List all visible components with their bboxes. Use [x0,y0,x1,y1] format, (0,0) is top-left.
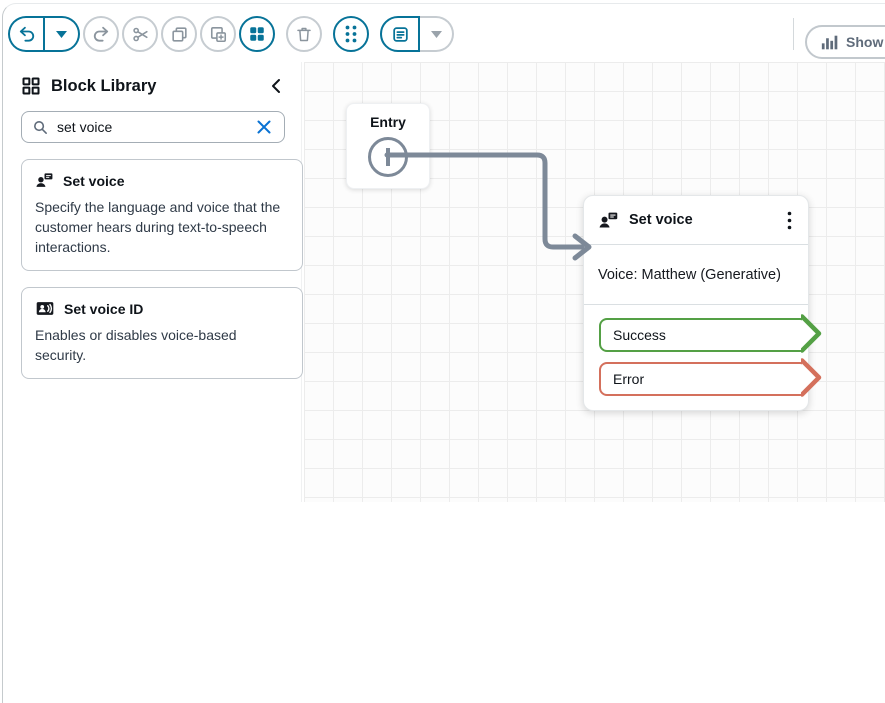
set-voice-node-header[interactable]: Set voice [584,196,808,245]
port-success[interactable]: Success [599,318,808,352]
show-metrics-label: Show M [846,34,885,50]
clear-x-icon [256,119,272,135]
block-card-title: Set voice [63,173,124,189]
voice-block-icon [35,171,54,190]
undo-dropdown-button[interactable] [44,16,80,52]
block-card-set-voice[interactable]: Set voice Specify the language and voice… [21,159,303,271]
block-library-header: Block Library [21,76,285,96]
blocks-icon [248,25,266,43]
port-success-connector-icon[interactable] [801,314,823,357]
cut-icon [131,25,150,44]
delete-button[interactable] [286,16,322,52]
clear-search-button[interactable] [254,117,274,137]
notes-button[interactable] [380,16,420,52]
node-menu-button[interactable] [783,207,796,234]
search-input[interactable] [57,119,246,135]
notes-dropdown-button[interactable] [420,16,454,52]
blocks-button[interactable] [239,16,275,52]
block-library-panel: Block Library [3,62,302,502]
block-card-description: Enables or disables voice-based security… [35,325,289,365]
copy-button[interactable] [161,16,197,52]
port-success-label: Success [613,327,666,343]
kebab-menu-icon [787,211,792,230]
collapse-panel-button[interactable] [267,76,285,96]
block-card-description: Specify the language and voice that the … [35,197,289,257]
notes-icon [391,25,410,44]
bar-chart-icon [821,34,838,51]
flow-designer: Entry Set voice [0,0,885,502]
paste-icon [209,25,228,44]
toolbar-divider [793,18,794,50]
search-icon [32,119,49,136]
panel-title: Block Library [51,77,257,96]
port-error[interactable]: Error [599,362,808,396]
copy-icon [170,25,189,44]
voice-id-block-icon [35,299,55,318]
redo-icon [91,24,111,44]
drag-dots-icon [344,25,358,43]
node-title: Set voice [629,212,693,228]
redo-button[interactable] [83,16,119,52]
entry-port-icon[interactable] [368,137,408,177]
node-parameter-text: Voice: Matthew (Generative) [584,245,808,305]
node-ports: Success Error [584,305,808,410]
notes-split-button [380,16,454,52]
voice-block-icon [598,210,619,231]
chevron-left-icon [269,78,283,94]
entry-node-label: Entry [347,114,429,130]
show-metrics-button[interactable]: Show M [805,25,885,59]
toolbar [8,16,454,52]
chevron-down-icon [56,31,67,38]
set-voice-node[interactable]: Set voice Voice: Matthew (Generative) Su… [583,195,809,411]
cut-button[interactable] [122,16,158,52]
undo-button[interactable] [8,16,44,52]
block-search [21,111,285,143]
undo-split-button [8,16,80,52]
block-card-set-voice-id[interactable]: Set voice ID Enables or disables voice-b… [21,287,303,379]
block-library-icon [21,76,41,96]
block-card-title: Set voice ID [64,301,143,317]
undo-icon [17,24,37,44]
drag-handle-button[interactable] [333,16,369,52]
flow-canvas[interactable]: Entry Set voice [304,62,885,502]
chevron-down-icon [431,31,442,38]
paste-button[interactable] [200,16,236,52]
port-error-label: Error [613,371,644,387]
trash-icon [295,25,313,44]
entry-node[interactable]: Entry [346,103,430,189]
port-error-connector-icon[interactable] [801,358,823,401]
